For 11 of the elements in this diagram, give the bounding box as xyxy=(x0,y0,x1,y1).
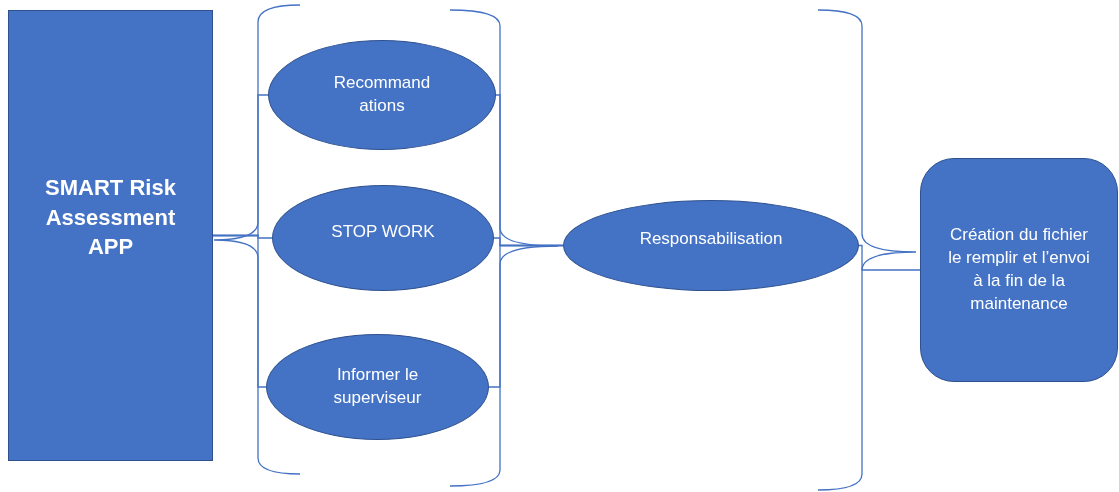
node-label: STOP WORK xyxy=(331,220,435,243)
rounded-process-box xyxy=(920,158,1118,382)
node-label: Responsabilisation xyxy=(639,228,783,251)
node-label: Informer le superviseur xyxy=(332,364,423,409)
connector-line xyxy=(488,244,564,388)
node-label: Recommand ations xyxy=(332,72,432,117)
connector-line xyxy=(212,234,267,388)
node-label: Création du fichier le remplir et l’envoi à la fin de la maintenance xyxy=(947,224,1091,315)
node-label: SMART Risk Assessment APP xyxy=(44,173,177,262)
process-box xyxy=(8,10,213,461)
connector-line xyxy=(858,244,921,271)
